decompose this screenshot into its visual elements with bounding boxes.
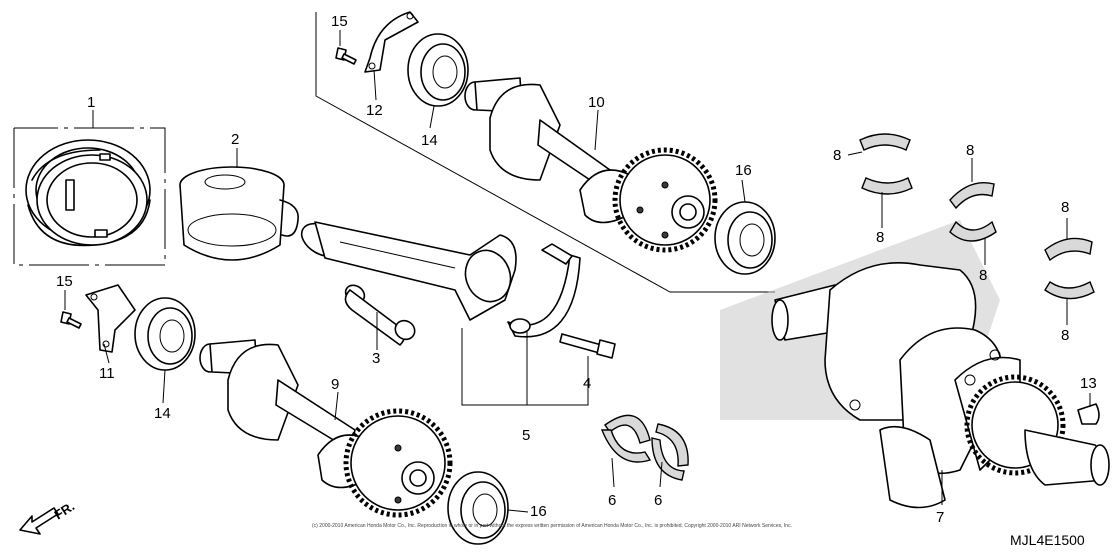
bearing-16-lower[interactable] [447, 471, 509, 545]
callout-15a: 15 [331, 13, 348, 30]
callout-8a: 8 [833, 147, 841, 164]
balancer-shaft-upper[interactable] [464, 77, 718, 253]
callout-9: 9 [331, 376, 339, 393]
callout-12: 12 [366, 102, 383, 119]
callout-8d: 8 [979, 267, 987, 284]
callout-14a: 14 [421, 132, 438, 149]
callout-1: 1 [87, 94, 95, 111]
leader-lines [64, 30, 1091, 513]
piston[interactable] [179, 166, 299, 261]
callout-labels: 1 2 3 4 5 6 6 7 8 8 8 8 8 8 9 10 11 12 1… [56, 13, 1097, 526]
set-plate-11[interactable] [85, 284, 136, 353]
callout-15b: 15 [56, 273, 73, 290]
callout-7: 7 [936, 509, 944, 526]
callout-16b: 16 [530, 503, 547, 520]
set-plate-12[interactable] [364, 11, 419, 73]
callout-3: 3 [372, 350, 380, 367]
bearing-14-upper[interactable] [407, 33, 469, 107]
callout-8b: 8 [876, 229, 884, 246]
main-bearing-pair-3[interactable] [1044, 237, 1095, 300]
woodruff-key[interactable] [1077, 403, 1100, 425]
bolt-15-lower[interactable] [60, 311, 82, 329]
callout-6a: 6 [608, 492, 616, 509]
callout-2: 2 [231, 131, 239, 148]
piston-pin[interactable] [342, 282, 418, 346]
crankshaft[interactable] [720, 220, 1110, 509]
callout-16a: 16 [735, 162, 752, 179]
callout-8f: 8 [1061, 327, 1069, 344]
bearing-14-lower[interactable] [134, 297, 196, 371]
balancer-shaft-lower[interactable] [199, 339, 453, 518]
callout-6b: 6 [654, 492, 662, 509]
front-direction-arrow: FR. [19, 499, 77, 535]
rod-bolt[interactable] [559, 333, 616, 359]
callout-5: 5 [522, 427, 530, 444]
main-bearing-pair-1[interactable] [859, 133, 913, 195]
callout-13: 13 [1080, 375, 1097, 392]
bolt-15-upper[interactable] [335, 47, 357, 65]
copyright-notice: (c) 2000-2010 American Honda Motor Co., … [312, 523, 792, 529]
callout-14b: 14 [154, 405, 171, 422]
callout-10: 10 [588, 94, 605, 111]
main-bearing-pair-2[interactable] [949, 182, 997, 242]
callout-8e: 8 [1061, 199, 1069, 216]
rod-cap[interactable] [507, 243, 581, 338]
rod-callout-bracket [461, 328, 589, 406]
callout-8c: 8 [966, 142, 974, 159]
rod-bearing-halves[interactable] [600, 414, 689, 481]
connecting-rod[interactable] [296, 217, 518, 321]
bearing-16-upper[interactable] [714, 201, 776, 275]
callout-11: 11 [99, 365, 115, 382]
direction-label: FR. [51, 499, 77, 523]
callout-4: 4 [583, 375, 591, 392]
piston-ring-set[interactable] [13, 127, 166, 266]
diagram-code: MJL4E1500 [1010, 532, 1085, 548]
balancer-group-frame [315, 12, 775, 293]
